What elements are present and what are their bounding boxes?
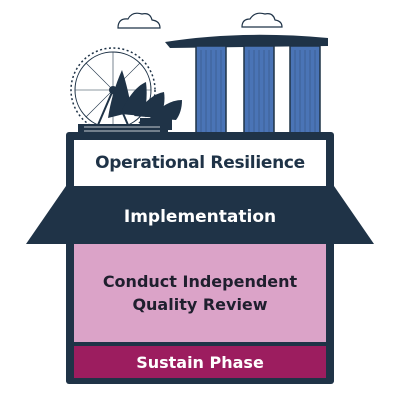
artscience-museum-icon <box>108 70 182 130</box>
content-text: Conduct Independent Quality Review <box>85 270 315 316</box>
content-line-1: Conduct Independent <box>102 272 298 291</box>
roof-label: Implementation <box>123 207 277 227</box>
cloud-right-icon <box>241 12 283 28</box>
cloud-left-icon <box>117 12 161 29</box>
phase-bar: Sustain Phase <box>74 346 326 378</box>
roof-shape <box>26 186 374 244</box>
content-line-2: Quality Review <box>132 295 268 314</box>
diagram-title: Operational Resilience <box>95 153 305 173</box>
phase-label: Sustain Phase <box>136 352 264 372</box>
waterfront-building-icon <box>78 124 168 134</box>
title-box: Operational Resilience <box>74 140 326 186</box>
content-box: Conduct Independent Quality Review <box>74 244 326 342</box>
marina-bay-sands-icon <box>165 34 328 135</box>
singapore-skyline-illustration <box>70 12 328 135</box>
